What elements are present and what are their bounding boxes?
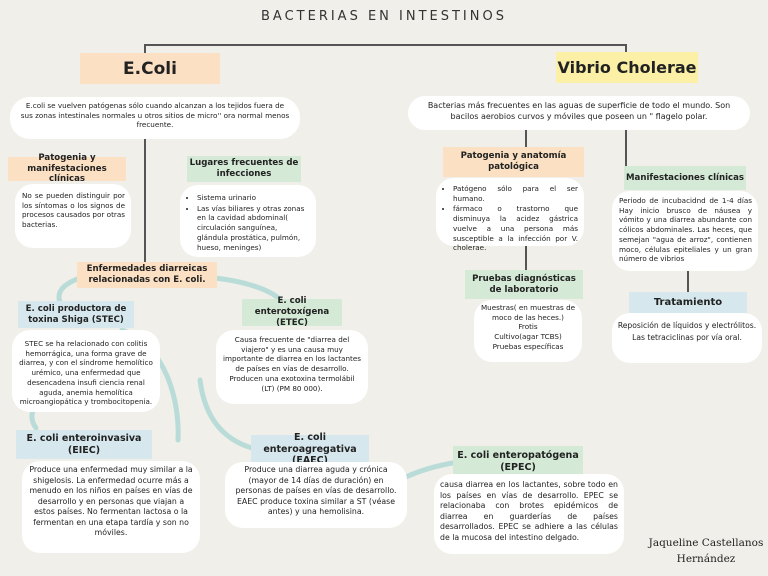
connector-vibrio-spine bbox=[625, 126, 627, 168]
vibrio-description: Bacterias más frecuentes en las aguas de… bbox=[408, 96, 750, 130]
eaec-text: Produce una diarrea aguda y crónica (may… bbox=[225, 462, 407, 528]
connector-top bbox=[144, 44, 626, 46]
author-signature: Jaqueline Castellanos Hernández bbox=[646, 536, 766, 568]
teal-path-eaec bbox=[197, 377, 255, 451]
etec-title: E. coli enterotoxígena (ETEC) bbox=[242, 296, 342, 328]
ecoli-description: E.coli se vuelven patógenas sólo cuando … bbox=[10, 97, 300, 139]
eaec-title: E. coli enteroagregativa (EAEC) bbox=[251, 432, 369, 466]
vibrio-tratamiento-title: Tratamiento bbox=[629, 292, 747, 314]
connector-ecoli-spine bbox=[144, 136, 146, 266]
ecoli-enfermedades-title: Enfermedades diarreicas relacionadas con… bbox=[77, 262, 217, 288]
connector-ecoli-drop bbox=[144, 44, 146, 54]
tratamiento-line: Reposición de líquidos y electrólitos. bbox=[617, 321, 757, 330]
eiec-text: Produce una enfermedad muy similar a la … bbox=[22, 461, 200, 553]
stec-title: E. coli productora de toxina Shiga (STEC… bbox=[18, 301, 134, 328]
epec-text: causa diarrea en los lactantes, sobre to… bbox=[434, 474, 624, 554]
lugares-item: Sistema urinario bbox=[197, 193, 310, 203]
vibrio-patogenia-item: Patógeno sólo para el ser humano. bbox=[453, 184, 578, 203]
eiec-title: E. coli enteroinvasiva (EIEC) bbox=[16, 430, 152, 459]
stec-text: STEC se ha relacionado con colitis hemor… bbox=[12, 330, 160, 412]
author-line2: Hernández bbox=[676, 552, 736, 565]
vibrio-manifestaciones-title: Manifestaciones clínicas bbox=[624, 166, 746, 190]
epec-title: E. coli enteropatógena (EPEC) bbox=[453, 446, 583, 477]
tratamiento-line: Las tetraciclinas por vía oral. bbox=[632, 333, 742, 343]
page-title: BACTERIAS EN INTESTINOS bbox=[261, 9, 507, 24]
connector-vibrio-drop bbox=[625, 44, 627, 54]
connector-patogenia-left bbox=[525, 124, 527, 148]
ecoli-title: E.Coli bbox=[80, 53, 220, 84]
connector-tratamiento bbox=[687, 270, 689, 294]
vibrio-patogenia-item: fármaco o trastorno que disminuya la aci… bbox=[453, 204, 578, 253]
pruebas-line: Pruebas específicas bbox=[492, 341, 564, 351]
pruebas-line: Muestras( en muestras de moco de las hec… bbox=[480, 303, 576, 322]
ecoli-lugares-cloud: Sistema urinario Las vías biliares y otr… bbox=[180, 185, 316, 257]
author-line1: Jaqueline Castellanos bbox=[648, 537, 764, 549]
pruebas-line: Cultivo(agar TCBS) bbox=[494, 332, 562, 342]
vibrio-patogenia-cloud: Patógeno sólo para el ser humano. fármac… bbox=[436, 178, 584, 252]
vibrio-title: Vibrio Cholerae bbox=[556, 52, 698, 83]
connector-pruebas-left bbox=[525, 245, 527, 273]
ecoli-patogenia-text: No se pueden distinguir por los síntomas… bbox=[15, 184, 131, 248]
etec-text: Causa frecuente de "diarrea del viajero"… bbox=[216, 330, 368, 404]
vibrio-patogenia-title: Patogenia y anatomía patológica bbox=[443, 147, 584, 177]
lugares-item: Las vías biliares y otras zonas en la ca… bbox=[197, 204, 310, 253]
vibrio-tratamiento-cloud: Reposición de líquidos y electrólitos. L… bbox=[612, 313, 762, 363]
vibrio-pruebas-cloud: Muestras( en muestras de moco de las hec… bbox=[474, 300, 582, 362]
vibrio-pruebas-title: Pruebas diagnósticas de laboratorio bbox=[465, 270, 583, 299]
vibrio-manifestaciones-text: Periodo de incubacidnd de 1-4 días Hay i… bbox=[612, 191, 758, 271]
pruebas-line: Frotis bbox=[518, 322, 538, 332]
ecoli-patogenia-title: Patogenia y manifestaciones clínicas bbox=[8, 153, 126, 184]
ecoli-lugares-title: Lugares frecuentes de infecciones bbox=[187, 156, 301, 182]
